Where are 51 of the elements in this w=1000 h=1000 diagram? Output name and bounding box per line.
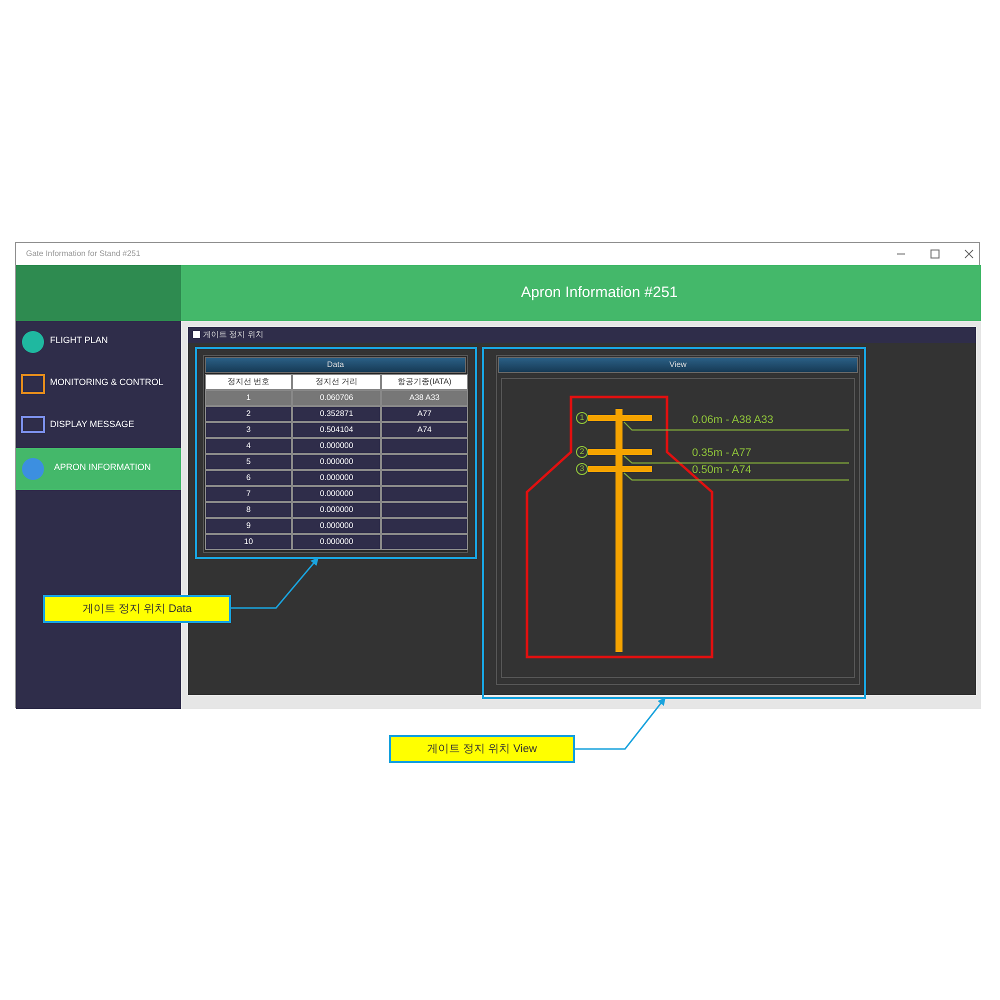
measurement-label: 0.35m - A77	[692, 448, 752, 459]
table-cell: A77	[381, 406, 468, 422]
table-cell: 3	[205, 422, 292, 438]
callout-text: 게이트 정지 위치 View	[426, 744, 538, 755]
header-bar	[181, 265, 981, 321]
callout-text: 게이트 정지 위치 Data	[81, 604, 193, 615]
table-cell: 7	[205, 486, 292, 502]
table-cell: 4	[205, 438, 292, 454]
column-header: 정지선 번호	[205, 374, 292, 390]
table-cell: 1	[205, 390, 292, 406]
leader-arrow	[230, 557, 319, 609]
table-cell: 6	[205, 470, 292, 486]
table-cell: 0.000000	[292, 454, 381, 470]
table-cell: 10	[205, 534, 292, 550]
header-title: Apron Information #251	[521, 285, 678, 300]
callout-box	[43, 595, 231, 623]
callout-number: 2	[576, 446, 588, 458]
section-title: Data	[326, 361, 345, 369]
table-cell: 0.000000	[292, 534, 381, 550]
nav-label: DISPLAY MESSAGE	[50, 420, 134, 429]
window-title: Gate Information for Stand #251	[26, 250, 140, 258]
app-window	[15, 242, 980, 708]
measurement-label: 0.06m - A38 A33	[692, 415, 774, 426]
nav-label: MONITORING & CONTROL	[50, 378, 164, 387]
brand-header	[16, 265, 181, 321]
nav-item	[16, 448, 181, 490]
section-title: View	[668, 361, 688, 369]
callout-number: 3	[576, 463, 588, 475]
table-cell: 2	[205, 406, 292, 422]
nav-label: FLIGHT PLAN	[50, 336, 108, 345]
table-cell: 0.000000	[292, 518, 381, 534]
column-header: 항공기종(IATA)	[381, 374, 468, 390]
table-cell: 5	[205, 454, 292, 470]
nav-label: APRON INFORMATION	[54, 463, 151, 472]
table-cell: 0.000000	[292, 486, 381, 502]
leader-arrow	[575, 697, 666, 750]
table-cell: 0.000000	[292, 438, 381, 454]
table-cell: 0.060706	[292, 390, 381, 406]
callout-box	[389, 735, 575, 763]
table-cell: 0.504104	[292, 422, 381, 438]
measurement-label: 0.50m - A74	[692, 465, 752, 476]
table-cell: 0.000000	[292, 470, 381, 486]
table-cell: A74	[381, 422, 468, 438]
table-cell: 0.352871	[292, 406, 381, 422]
table-cell: 8	[205, 502, 292, 518]
table-cell: 0.000000	[292, 502, 381, 518]
callout-number: 1	[576, 412, 588, 424]
table-cell: A38 A33	[381, 390, 468, 406]
column-header: 정지선 거리	[292, 374, 381, 390]
panel-title: 게이트 정지 위치	[203, 331, 264, 339]
table-cell: 9	[205, 518, 292, 534]
